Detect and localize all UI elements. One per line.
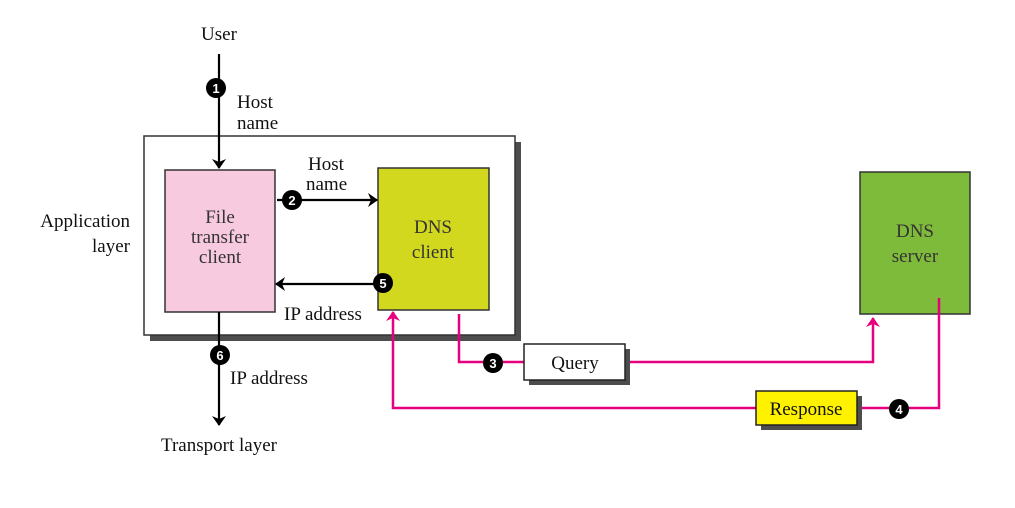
- step-4-badge: 4: [889, 399, 909, 419]
- step-2-label-line2: name: [306, 174, 347, 195]
- svg-text:2: 2: [288, 193, 295, 208]
- dns-client-label-2: client: [412, 242, 455, 263]
- step-2-badge: 2: [282, 190, 302, 210]
- step-5-badge: 5: [373, 273, 393, 293]
- svg-text:3: 3: [489, 356, 496, 371]
- dns-server-label-1: DNS: [896, 221, 934, 242]
- step-5-label: IP address: [284, 304, 362, 325]
- application-layer-label-2: layer: [92, 236, 131, 257]
- query-path: [457, 314, 880, 364]
- step-6-badge: 6: [210, 345, 230, 365]
- step-1-badge: 1: [206, 78, 226, 98]
- svg-text:6: 6: [216, 348, 223, 363]
- step-3-badge: 3: [483, 353, 503, 373]
- dns-server-label-2: server: [892, 246, 939, 267]
- response-box: [755, 390, 858, 426]
- dns-server-box: [859, 171, 971, 315]
- step-1-label-line1: Host: [237, 92, 274, 113]
- svg-text:1: 1: [212, 81, 219, 96]
- response-label: Response: [770, 399, 843, 420]
- step-1-label-line2: name: [237, 113, 278, 134]
- file-transfer-client-box: [164, 169, 276, 313]
- response-path: [386, 298, 941, 410]
- user-label: User: [201, 24, 238, 45]
- transport-layer-label: Transport layer: [161, 435, 278, 456]
- svg-text:4: 4: [895, 402, 903, 417]
- application-layer-label-1: Application: [40, 211, 130, 232]
- ftp-client-label-3: client: [199, 247, 242, 268]
- ftp-client-label-2: transfer: [191, 227, 250, 248]
- dns-client-label-1: DNS: [414, 217, 452, 238]
- step-2-label-line1: Host: [308, 154, 345, 175]
- svg-text:5: 5: [379, 276, 386, 291]
- dns-client-box: [377, 167, 490, 311]
- step-6-label: IP address: [230, 368, 308, 389]
- ftp-client-label-1: File: [205, 207, 235, 228]
- query-box: [523, 343, 626, 381]
- query-label: Query: [551, 353, 599, 374]
